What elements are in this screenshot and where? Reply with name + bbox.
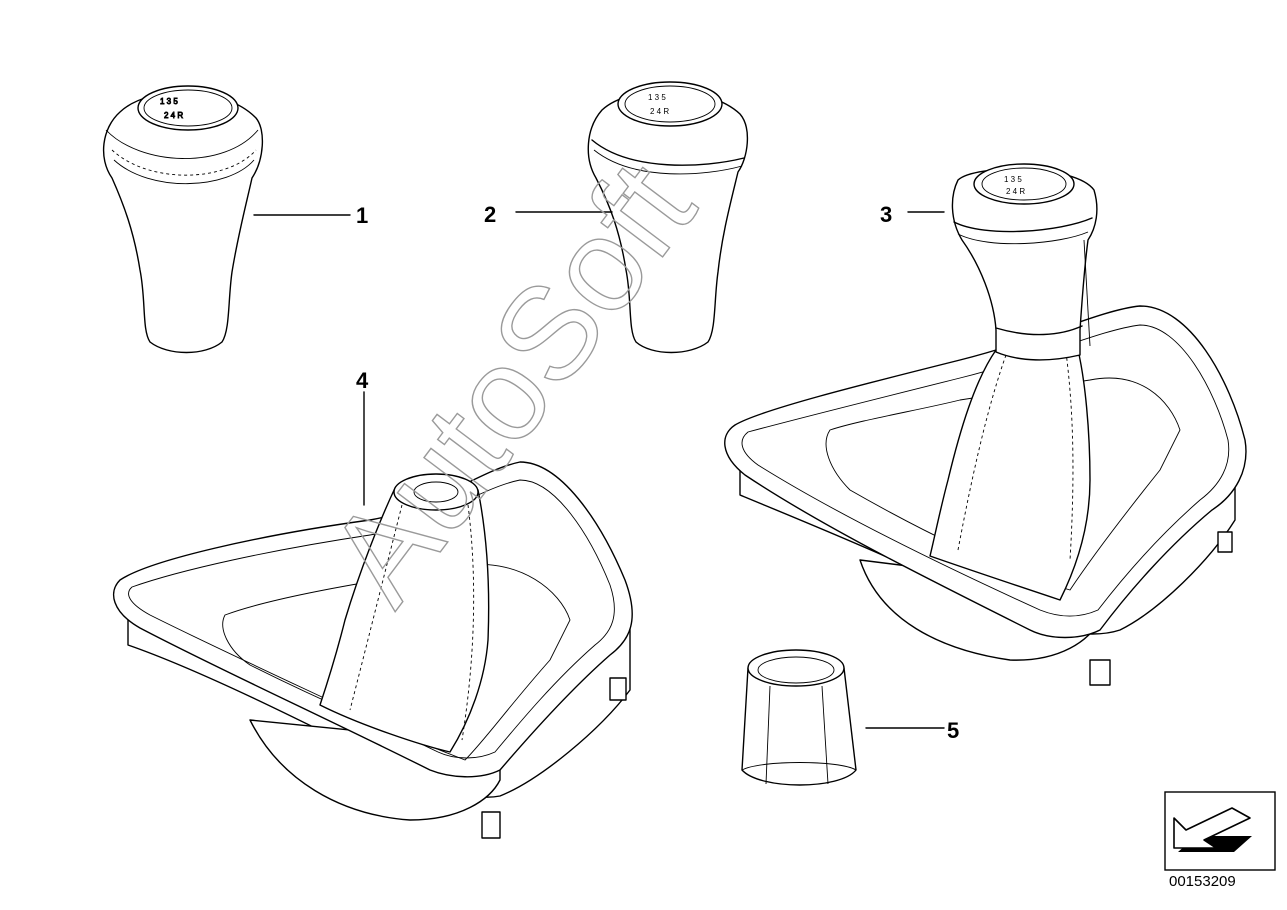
svg-text:2 4 R: 2 4 R: [650, 107, 669, 116]
svg-text:2 4 R: 2 4 R: [1006, 187, 1025, 196]
gear-knob-1: 1 3 5 2 4 R: [102, 85, 264, 354]
shift-boot-frame-4: [112, 461, 633, 839]
gear-knob-2: 1 3 5 2 4 R: [587, 81, 749, 354]
orientation-arrow-icon: [1173, 807, 1252, 852]
callout-4: 4: [356, 368, 369, 393]
callout-2: 2: [484, 202, 496, 227]
orientation-box: [1164, 791, 1276, 871]
svg-text:1 3 5: 1 3 5: [160, 97, 178, 106]
reference-number: 00153209: [1169, 873, 1236, 890]
sleeve-5: [741, 649, 857, 786]
callout-3: 3: [880, 202, 892, 227]
svg-text:1 3 5: 1 3 5: [648, 93, 666, 102]
svg-text:1 3 5: 1 3 5: [1004, 175, 1022, 184]
svg-text:2 4 R: 2 4 R: [164, 111, 183, 120]
shift-boot-assembly-3: 1 3 5 2 4 R: [724, 163, 1247, 686]
callout-1: 1: [356, 203, 368, 228]
callout-5: 5: [947, 718, 959, 743]
